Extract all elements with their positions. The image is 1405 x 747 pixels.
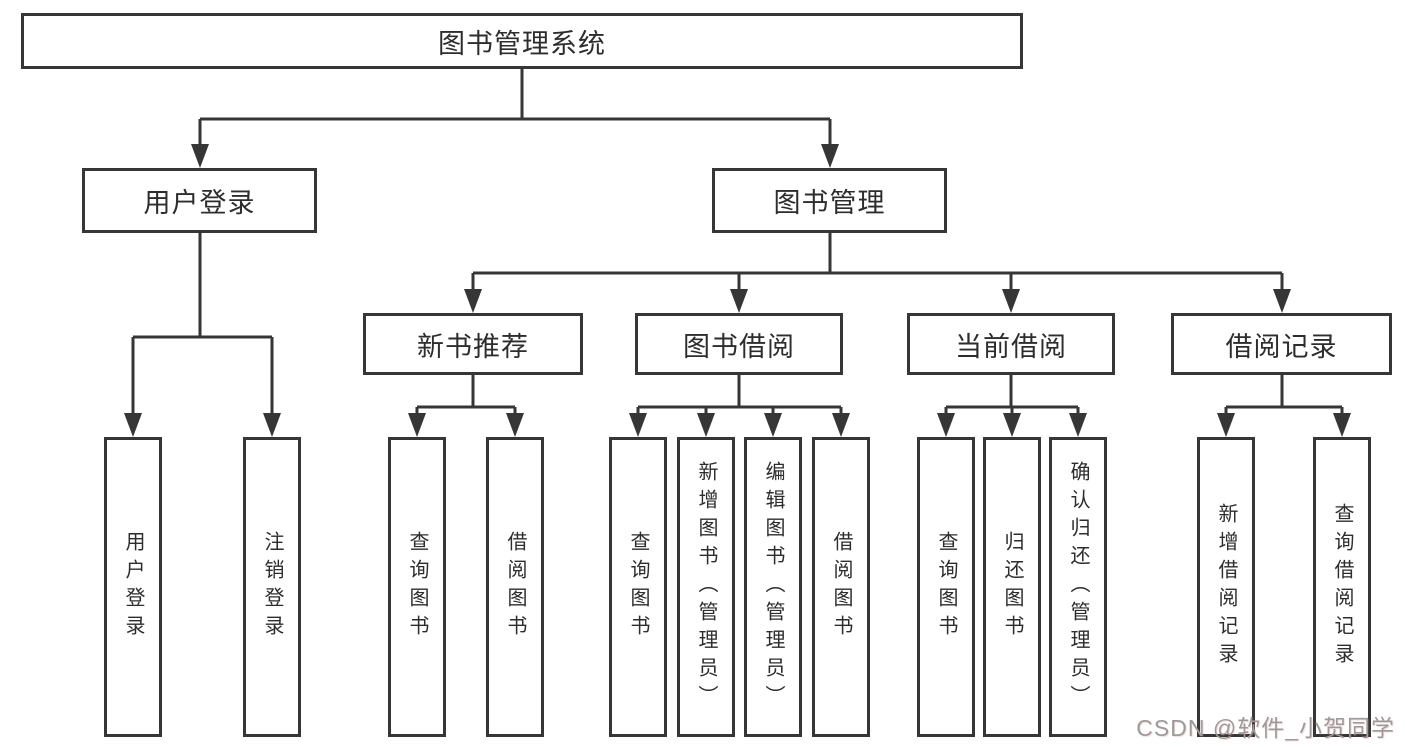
leaf-add-borrow-record: 新增借阅记录 (1197, 437, 1255, 737)
connector-book-borrow-children (636, 375, 843, 414)
arrowhead (408, 413, 426, 437)
arrowhead (1069, 413, 1087, 437)
node-borrowing-records: 借阅记录 (1171, 313, 1392, 375)
leaf-add-books-admin: 新增图书（管理员） (677, 437, 735, 737)
arrowhead (1333, 413, 1351, 437)
leaf-query-books-recommend: 查询图书 (388, 437, 446, 737)
arrowhead (1273, 289, 1291, 313)
arrowhead (1003, 413, 1021, 437)
leaf-borrow-books: 借阅图书 (812, 437, 870, 737)
leaf-confirm-return-admin: 确认归还（管理员） (1049, 437, 1107, 737)
leaf-logout: 注销登录 (243, 437, 301, 737)
arrowhead (730, 289, 748, 313)
arrowhead (629, 413, 647, 437)
node-user-login: 用户登录 (82, 168, 317, 233)
connector-new-book-children (415, 375, 517, 414)
arrowhead (464, 289, 482, 313)
leaf-query-borrow-record: 查询借阅记录 (1313, 437, 1371, 737)
connector-user-login-children (131, 233, 274, 414)
leaf-edit-books-admin: 编辑图书（管理员） (744, 437, 802, 737)
arrowhead (821, 144, 839, 168)
node-current-borrowing: 当前借阅 (907, 313, 1115, 375)
node-root: 图书管理系统 (21, 13, 1023, 69)
arrowhead (697, 413, 715, 437)
arrowheads (124, 144, 1351, 437)
leaf-query-books-current: 查询图书 (917, 437, 975, 737)
leaf-user-login: 用户登录 (104, 437, 162, 737)
arrowhead (764, 413, 782, 437)
arrowhead (263, 413, 281, 437)
connector-book-mgmt-children (471, 233, 1284, 290)
node-book-management: 图书管理 (712, 168, 947, 233)
leaf-query-books-borrow: 查询图书 (609, 437, 667, 737)
connector-current-borrow-children (944, 375, 1080, 414)
node-new-book-recommendation: 新书推荐 (363, 313, 583, 375)
connector-root-to-level2 (198, 69, 832, 145)
arrowhead (937, 413, 955, 437)
arrowhead (124, 413, 142, 437)
arrowhead (191, 144, 209, 168)
connector-borrow-records-children (1224, 375, 1344, 414)
arrowhead (506, 413, 524, 437)
leaf-borrow-books-recommend: 借阅图书 (486, 437, 544, 737)
arrowhead (832, 413, 850, 437)
csdn-watermark: CSDN @软件_小贺同学 (1136, 715, 1395, 741)
node-book-borrowing: 图书借阅 (635, 313, 843, 375)
arrowhead (1217, 413, 1235, 437)
arrowhead (1002, 289, 1020, 313)
leaf-return-books: 归还图书 (983, 437, 1041, 737)
